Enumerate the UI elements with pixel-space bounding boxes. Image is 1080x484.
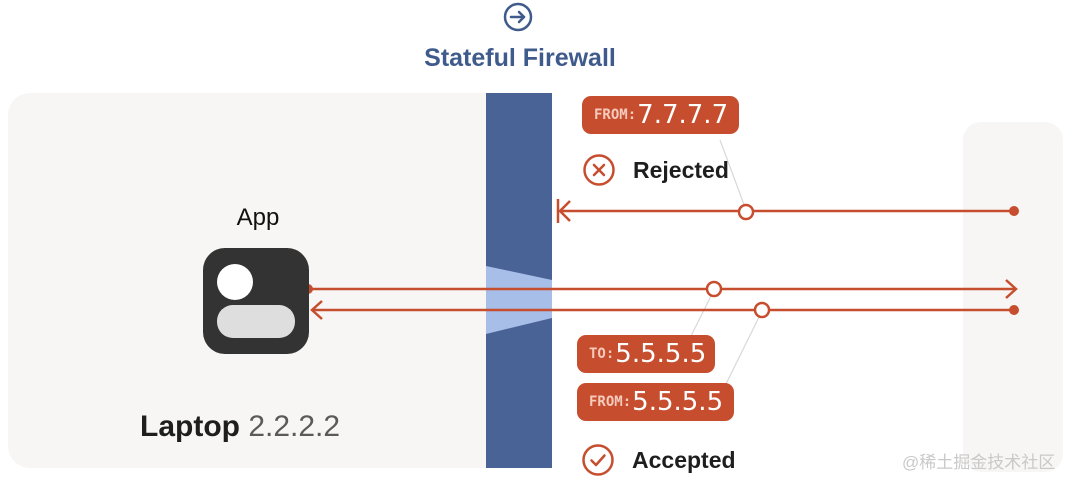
accepted-from-prefix: FROM: [589,394,632,410]
laptop-ip: 2.2.2.2 [248,410,341,443]
accepted-to-address: 5.5.5.5 [615,339,707,369]
firewall-opening [486,266,552,334]
arrow-right-circle-icon [503,2,533,32]
rejected-from-address: 7.7.7.7 [637,100,729,130]
app-icon [203,248,309,354]
x-circle-icon [583,154,615,186]
accepted-from-address: 5.5.5.5 [632,387,724,417]
rejected-status: Rejected [582,153,729,187]
accepted-to-prefix: TO: [589,346,615,362]
inbound-tag-leader [723,310,763,389]
inbound-packet-marker [753,301,771,319]
accepted-label: Accepted [632,446,736,473]
rejected-from-prefix: FROM: [594,107,637,123]
inbound-packet-line [310,300,1019,320]
rejected-packet-line [556,199,1019,223]
app-icon-pill [217,305,295,338]
accepted-to-tag: TO:5.5.5.5 [577,335,715,373]
diagram-title: Stateful Firewall [424,44,616,72]
outbound-packet-marker [705,280,723,298]
outbound-tag-leader [689,289,715,339]
rejected-tag-leader [719,139,747,211]
rejected-from-tag: FROM:7.7.7.7 [582,96,739,134]
accepted-from-tag: FROM:5.5.5.5 [577,383,734,421]
laptop-name: Laptop [140,410,240,443]
remote-panel [963,122,1063,472]
rejected-packet-marker [737,203,755,221]
watermark: @稀土掘金技术社区 [902,453,1056,472]
outbound-packet-line [303,279,1018,299]
accepted-status: Accepted [581,443,736,477]
app-label: App [236,204,280,231]
check-circle-icon [582,444,614,476]
app-icon-circle [217,264,253,300]
rejected-label: Rejected [633,156,729,183]
laptop-caption: Laptop 2.2.2.2 [140,410,340,444]
